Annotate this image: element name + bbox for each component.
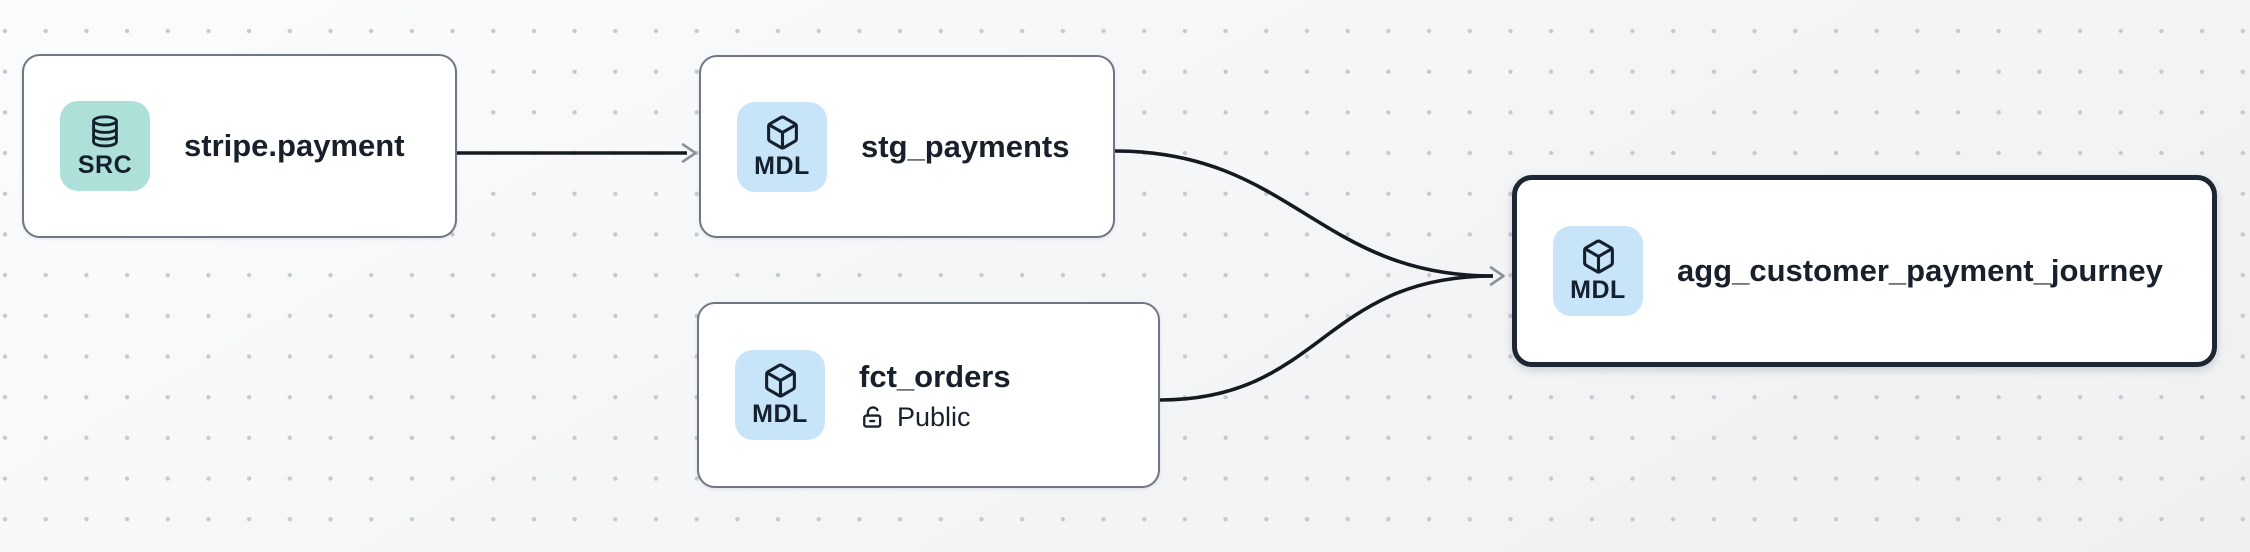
arrowhead-icon (1489, 266, 1505, 286)
database-icon (92, 114, 118, 147)
node-text-block: fct_orders Public (859, 358, 1011, 433)
node-stg-payments[interactable]: MDL stg_payments (699, 55, 1115, 238)
badge-label: MDL (1570, 276, 1626, 304)
node-agg-customer-payment-journey[interactable]: MDL agg_customer_payment_journey (1512, 175, 2217, 367)
unlock-icon (863, 405, 882, 428)
node-fct-orders[interactable]: MDL fct_orders Public (697, 302, 1160, 488)
cube-icon (1582, 239, 1614, 274)
access-label: Public (897, 401, 971, 432)
badge-label: MDL (752, 400, 808, 428)
node-stripe-payment[interactable]: SRC stripe.payment (22, 54, 457, 238)
model-type-badge: MDL (737, 101, 827, 192)
edge-stg-to-agg[interactable] (1114, 149, 1494, 278)
model-type-badge: MDL (735, 350, 825, 440)
cube-icon (764, 363, 796, 398)
arrowhead-icon (681, 143, 697, 163)
node-label: fct_orders (859, 358, 1011, 394)
cube-icon (766, 115, 798, 150)
source-type-badge: SRC (60, 101, 150, 191)
node-label: stripe.payment (184, 128, 405, 163)
node-label: stg_payments (861, 128, 1070, 164)
badge-label: SRC (77, 150, 133, 179)
badge-label: MDL (754, 151, 810, 180)
node-label: agg_customer_payment_journey (1677, 253, 2163, 288)
model-type-badge: MDL (1553, 226, 1643, 316)
edge-fct-to-agg[interactable] (1159, 274, 1494, 402)
access-row: Public (859, 401, 1011, 433)
